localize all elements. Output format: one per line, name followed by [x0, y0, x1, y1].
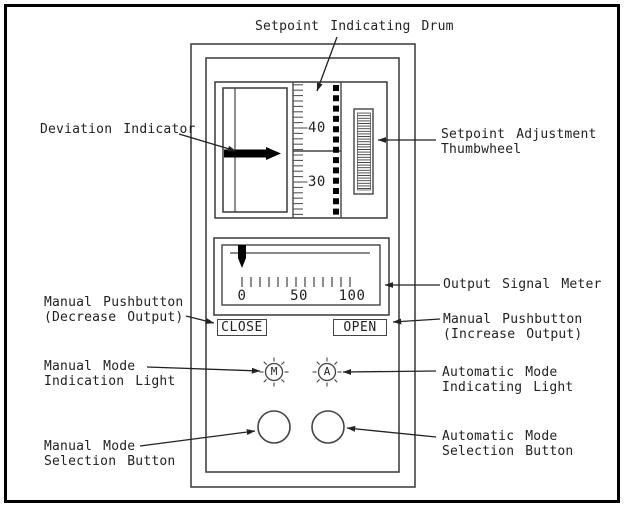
callout-increase-line2: (Increase Output): [443, 327, 583, 342]
callout-manual-mode-select: Manual Mode Selection Button: [44, 439, 175, 469]
callout-manual-light-line1: Manual Mode: [44, 359, 136, 374]
close-pushbutton[interactable]: CLOSE: [217, 319, 267, 336]
open-pushbutton[interactable]: OPEN: [333, 319, 387, 336]
callout-auto-mode-select: Automatic Mode Selection Button: [442, 429, 573, 459]
output-meter-outer-box: [213, 237, 390, 316]
callout-setpoint-drum: Setpoint Indicating Drum: [255, 19, 454, 34]
auto-light-letter: A: [323, 365, 331, 378]
leader-increase: [392, 318, 441, 325]
drum-scale-label-40: 40: [308, 120, 326, 136]
manual-mode-light: [264, 362, 284, 382]
meter-scale-label-100: 100: [338, 288, 366, 304]
leader-drum: [316, 36, 338, 92]
auto-mode-light-rays: [312, 357, 342, 387]
callout-manual-pushbutton-increase: Manual Pushbutton (Increase Output): [443, 312, 582, 342]
callout-thumbwheel-line1: Setpoint Adjustment: [441, 127, 597, 142]
callout-manual-select-line1: Manual Mode: [44, 439, 136, 454]
output-meter-ticks: [241, 277, 351, 287]
drawing-border: [4, 4, 620, 503]
drum-scale-ticks: [293, 84, 308, 215]
callout-thumbwheel-line2: Thumbwheel: [441, 142, 522, 157]
callout-auto-mode-light: Automatic Mode Indicating Light: [442, 365, 573, 395]
callout-manual-pushbutton-decrease: Manual Pushbutton (Decrease Output): [44, 295, 183, 325]
callout-auto-light-line2: Indicating Light: [442, 380, 574, 395]
leader-deviation: [178, 133, 237, 152]
leader-manual-select: [139, 429, 256, 447]
deviation-pointer: [224, 147, 281, 160]
manual-mode-selection-button[interactable]: [257, 410, 291, 444]
callout-output-meter: Output Signal Meter: [443, 277, 602, 292]
callout-auto-select-line2: Selection Button: [442, 444, 574, 459]
leader-auto-light: [342, 368, 437, 375]
drum-scale-label-30: 30: [308, 174, 326, 190]
leader-decrease: [185, 315, 215, 324]
leader-auto-select: [346, 425, 437, 438]
callout-increase-line1: Manual Pushbutton: [443, 312, 583, 327]
auto-mode-selection-button[interactable]: [311, 410, 345, 444]
thumbwheel-frame: [353, 108, 374, 195]
callout-manual-light-line2: Indication Light: [44, 374, 176, 389]
deviation-indicator-window: [222, 87, 288, 213]
faceplate-inner-panel: [205, 57, 400, 473]
output-meter-pointer: [238, 245, 246, 268]
faceplate-outer-panel: [190, 43, 416, 488]
callout-auto-select-line1: Automatic Mode: [442, 429, 558, 444]
callout-thumbwheel: Setpoint Adjustment Thumbwheel: [441, 127, 597, 157]
manual-light-letter: M: [270, 365, 278, 378]
meter-scale-label-0: 0: [237, 288, 247, 304]
auto-mode-light: [317, 362, 337, 382]
callout-manual-mode-light: Manual Mode Indication Light: [44, 359, 175, 389]
callout-manual-select-line2: Selection Button: [44, 454, 176, 469]
manual-mode-light-rays: [259, 357, 289, 387]
leader-lines: [139, 36, 441, 447]
callout-deviation-indicator: Deviation Indicator: [40, 122, 196, 137]
leader-manual-light: [146, 366, 261, 374]
output-meter-inner-box: [221, 244, 381, 306]
setpoint-adjustment-thumbwheel[interactable]: [357, 112, 371, 191]
meter-scale-label-50: 50: [290, 288, 308, 304]
callout-decrease-line2: (Decrease Output): [44, 310, 184, 325]
callout-decrease-line1: Manual Pushbutton: [44, 295, 184, 310]
upper-cluster-box: [214, 81, 388, 219]
callout-auto-light-line1: Automatic Mode: [442, 365, 558, 380]
